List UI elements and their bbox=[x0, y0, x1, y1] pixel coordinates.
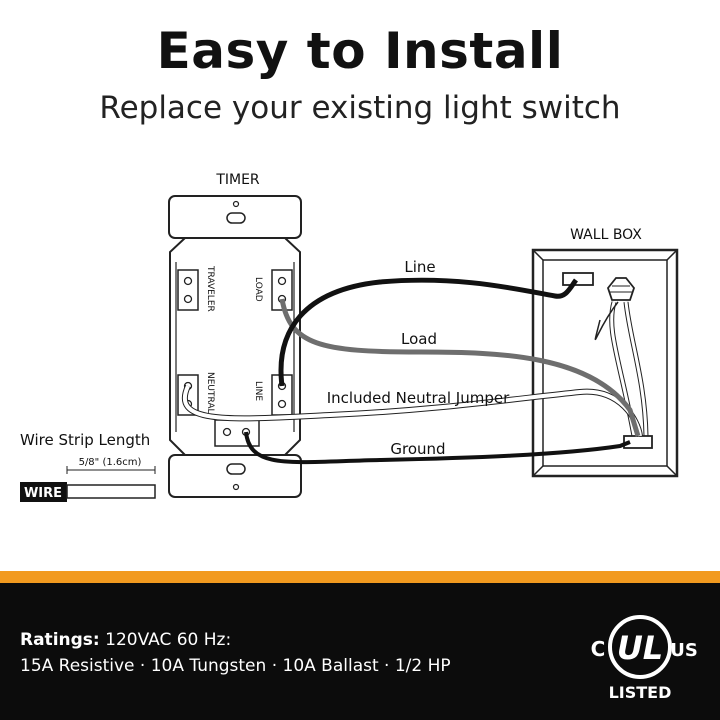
terminal-label-traveler: TRAVELER bbox=[205, 265, 215, 312]
wire-tag bbox=[20, 482, 67, 502]
wire-label-ground: Ground bbox=[390, 440, 445, 458]
ratings-footer: Ratings: 120VAC 60 Hz: 15A Resistive · 1… bbox=[0, 583, 720, 720]
ground-wire bbox=[244, 431, 631, 465]
wire-label-neutral-jumper: Included Neutral Jumper bbox=[327, 389, 510, 407]
ul-us: US bbox=[670, 640, 698, 661]
ul-c: C bbox=[591, 637, 606, 661]
ratings-voltage: 120VAC 60 Hz: bbox=[99, 630, 232, 650]
ratings-loads: 15A Resistive · 10A Tungsten · 10A Balla… bbox=[20, 656, 451, 676]
terminal-label-line: LINE bbox=[253, 381, 263, 401]
timer-device bbox=[168, 195, 302, 498]
neutral-jumper-wire bbox=[181, 384, 643, 437]
ul-listed-mark: C UL US LISTED bbox=[591, 615, 698, 702]
line-wire bbox=[278, 277, 579, 387]
wire-strip-measure: 5/8" (1.6cm) bbox=[79, 457, 142, 468]
wiring-diagram: TRAVELER LOAD NEUTRAL LINE TIMER WALL BO… bbox=[20, 172, 679, 502]
ul-listed: LISTED bbox=[609, 683, 672, 702]
ul-logo: UL bbox=[617, 629, 663, 667]
page-title: Easy to Install bbox=[156, 22, 564, 80]
stripped-wire bbox=[66, 484, 156, 499]
page-subtitle: Replace your existing light switch bbox=[99, 90, 621, 126]
terminal-label-neutral: NEUTRAL bbox=[205, 372, 215, 414]
ratings-text: Ratings: 120VAC 60 Hz: 15A Resistive · 1… bbox=[20, 627, 451, 679]
timer-label: TIMER bbox=[215, 172, 260, 188]
ratings-label: Ratings: bbox=[20, 630, 100, 650]
wire-strip-measure-line bbox=[66, 466, 156, 474]
wire-strip-title: Wire Strip Length bbox=[20, 431, 150, 449]
load-wire bbox=[279, 298, 641, 437]
wire-label-load: Load bbox=[401, 330, 437, 348]
accent-bar bbox=[0, 571, 720, 583]
wall-box-label: WALL BOX bbox=[570, 227, 642, 243]
terminal-label-load: LOAD bbox=[253, 277, 263, 302]
wire-tag-label: WIRE bbox=[24, 486, 62, 501]
wire-label-line: Line bbox=[404, 258, 435, 276]
